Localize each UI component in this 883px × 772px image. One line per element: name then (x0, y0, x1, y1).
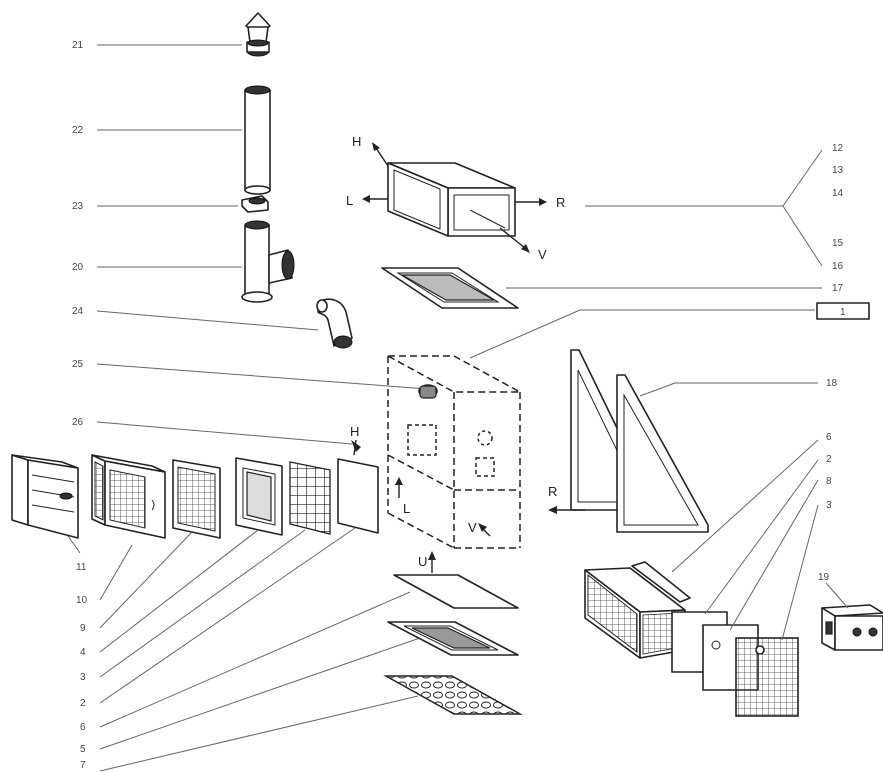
grille-part-9 (172, 459, 221, 539)
control-box-part-19 (821, 604, 883, 651)
dir-label-h-top: H (352, 134, 361, 149)
leader-3-left (99, 529, 306, 678)
chimney-cap-part-21 (245, 12, 271, 57)
label-6-left: 6 (80, 722, 86, 733)
elbow-pipe-part-24 (316, 298, 353, 349)
dir-label-u-plate: U (418, 554, 427, 569)
part-1-box (816, 302, 870, 320)
filter-mesh-part-3 (735, 637, 799, 717)
label-17: 17 (832, 283, 844, 294)
leader-9 (99, 531, 193, 629)
louvre-damper-part-11 (11, 454, 79, 539)
dir-label-r-frame: R (548, 484, 557, 499)
direction-arrows-top (362, 142, 547, 253)
label-21: 21 (72, 40, 84, 51)
leader-6-right (671, 439, 819, 573)
label-11: 11 (76, 562, 87, 573)
label-6-right: 6 (826, 432, 832, 443)
filter-basket (584, 561, 691, 659)
label-7: 7 (80, 760, 86, 771)
leader-1 (469, 309, 581, 359)
label-16: 16 (832, 261, 844, 272)
triangle-frame-part-18 (570, 349, 709, 533)
dir-label-l-top: L (346, 193, 353, 208)
label-24: 24 (72, 306, 84, 317)
label-1: 1 (840, 307, 846, 318)
label-5: 5 (80, 744, 86, 755)
dir-label-l-box: L (403, 501, 410, 516)
leader-3-right (781, 504, 819, 641)
label-26: 26 (72, 417, 84, 428)
label-12: 12 (832, 143, 844, 154)
flange-tray-part-17 (381, 267, 519, 309)
label-2-left: 2 (80, 698, 86, 709)
leader-7 (99, 695, 419, 772)
label-20: 20 (72, 262, 84, 273)
label-2-right: 2 (826, 454, 832, 465)
label-3-right: 3 (826, 500, 832, 511)
leader-6-left (99, 591, 411, 728)
frame-part-4 (235, 457, 283, 536)
dir-label-v-box: V (468, 520, 477, 535)
leader-8 (729, 479, 819, 631)
label-25: 25 (72, 359, 84, 370)
leader-16 (782, 205, 823, 267)
plate-part-2 (337, 458, 379, 534)
dir-label-r-top: R (556, 195, 565, 210)
leader-12 (782, 149, 823, 207)
label-23: 23 (72, 201, 84, 212)
clamp-part-23 (241, 195, 269, 213)
label-8: 8 (826, 476, 832, 487)
flange-tray-part-5 (387, 621, 519, 656)
perforated-plate-part-7 (383, 675, 523, 715)
leader-18 (639, 382, 676, 397)
leader-5 (99, 637, 421, 750)
label-19: 19 (818, 572, 830, 583)
leader-2-right (704, 459, 819, 615)
leader-11 (67, 535, 81, 554)
leader-4 (99, 529, 259, 653)
leader-19 (825, 582, 849, 609)
leader-2-left (99, 527, 356, 704)
label-4: 4 (80, 647, 86, 658)
dir-label-h-box: H (350, 424, 359, 439)
label-10: 10 (76, 595, 88, 606)
label-22: 22 (72, 125, 84, 136)
plate-part-6 (393, 574, 519, 609)
label-9: 9 (80, 623, 86, 634)
duct-box-top (387, 162, 516, 237)
label-15: 15 (832, 238, 844, 249)
label-3-left: 3 (80, 672, 86, 683)
damper-part-25 (418, 384, 438, 399)
label-14: 14 (832, 188, 844, 199)
label-18: 18 (826, 378, 838, 389)
dir-label-v-top: V (538, 247, 547, 262)
mesh-part-3 (289, 461, 331, 535)
dashed-housing (387, 355, 521, 549)
leader-25 (96, 363, 429, 390)
tee-pipe-part-20 (241, 220, 295, 303)
register-part-10 (91, 454, 166, 539)
label-13: 13 (832, 165, 844, 176)
leader-24 (96, 310, 319, 331)
pipe-part-22 (244, 85, 271, 195)
direction-arrows-box (351, 439, 585, 573)
leader-26 (96, 421, 353, 445)
leader-10 (99, 544, 133, 601)
